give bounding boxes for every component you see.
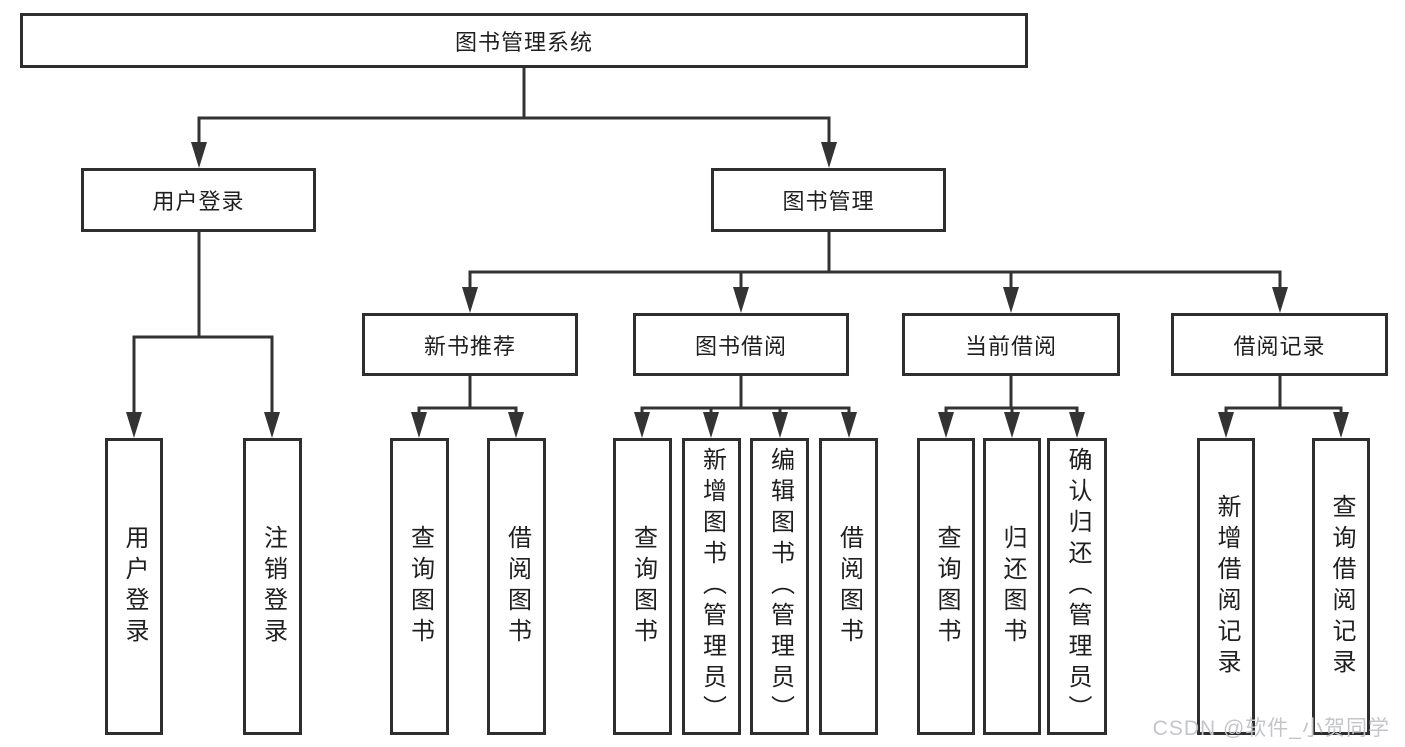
- node-book-management: 图书管理: [711, 168, 946, 232]
- leaf-query-books-recommend: 查询图书: [390, 438, 449, 735]
- arrowheads: [126, 142, 1349, 438]
- node-label: 新增借阅记录: [1213, 493, 1240, 680]
- leaf-confirm-return-admin: 确认归还（管理员）: [1047, 438, 1107, 735]
- node-label: 用户登录: [121, 524, 148, 649]
- node-label: 查询图书: [933, 524, 960, 649]
- node-label: 借阅图书: [835, 524, 863, 649]
- node-current-borrowing: 当前借阅: [902, 313, 1120, 376]
- leaf-add-borrow-record: 新增借阅记录: [1197, 438, 1255, 735]
- node-borrowing-records: 借阅记录: [1171, 313, 1388, 376]
- node-label: 图书借阅: [694, 333, 787, 359]
- leaf-return-books: 归还图书: [983, 438, 1041, 735]
- leaf-user-login: 用户登录: [105, 438, 163, 735]
- node-label: 新书推荐: [423, 333, 516, 359]
- leaf-add-books-admin: 新增图书（管理员）: [682, 438, 741, 735]
- node-label: 用户登录: [152, 189, 245, 214]
- node-label: 图书管理: [782, 189, 875, 214]
- node-new-book-recommendation: 新书推荐: [362, 313, 578, 376]
- leaf-query-books-current: 查询图书: [917, 438, 975, 735]
- node-book-borrowing: 图书借阅: [633, 313, 849, 376]
- node-label: 确认归还（管理员）: [1064, 447, 1091, 726]
- node-label: 当前借阅: [964, 333, 1057, 359]
- node-label: 查询图书: [629, 524, 657, 649]
- node-user-login: 用户登录: [81, 168, 316, 232]
- node-label: 查询图书: [406, 524, 434, 649]
- node-label: 查询借阅记录: [1328, 493, 1355, 680]
- node-label: 新增图书（管理员）: [698, 447, 726, 726]
- node-label: 借阅记录: [1233, 333, 1326, 359]
- node-label: 图书管理系统: [454, 29, 593, 55]
- leaf-borrow-books-recommend: 借阅图书: [487, 438, 546, 735]
- leaf-query-borrow-record: 查询借阅记录: [1312, 438, 1370, 735]
- leaf-logout-login: 注销登录: [243, 438, 302, 735]
- node-label: 借阅图书: [503, 524, 531, 649]
- node-library-management-system: 图书管理系统: [20, 13, 1028, 68]
- node-label: 注销登录: [259, 524, 287, 649]
- leaf-query-books-borrowing: 查询图书: [613, 438, 672, 735]
- node-label: 编辑图书（管理员）: [766, 447, 794, 726]
- leaf-borrow-books-borrowing: 借阅图书: [819, 438, 878, 735]
- node-label: 归还图书: [999, 524, 1026, 649]
- leaf-edit-books-admin: 编辑图书（管理员）: [750, 438, 809, 735]
